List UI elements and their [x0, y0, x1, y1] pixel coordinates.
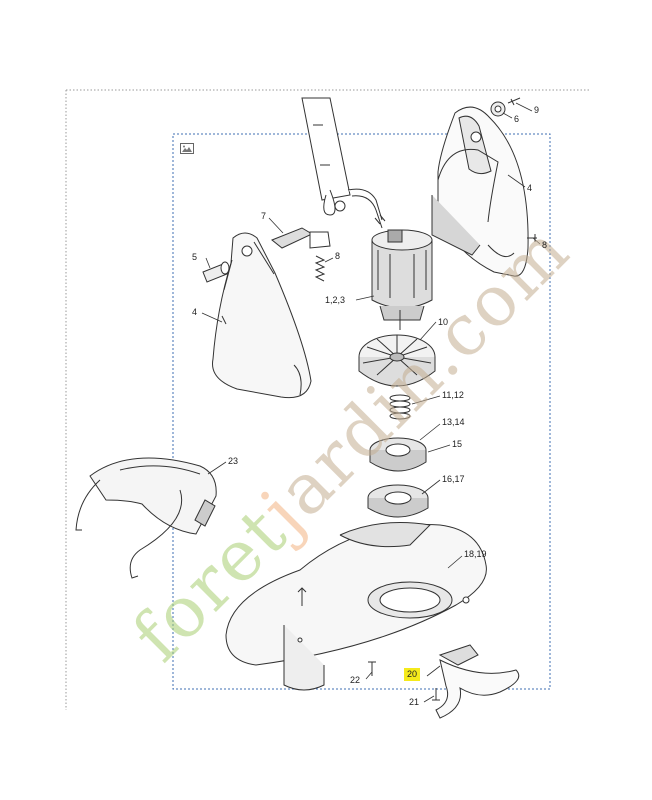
spool — [367, 437, 429, 518]
handle-tube — [301, 97, 386, 229]
callout-4-left: 4 — [192, 307, 198, 317]
callout-10: 10 — [438, 317, 449, 327]
callout-18-19: 18,19 — [464, 549, 487, 559]
callout-13-14: 13,14 — [442, 417, 465, 427]
spool-spring — [389, 394, 411, 420]
callout-22: 22 — [350, 675, 361, 685]
guard — [225, 522, 520, 719]
motor — [371, 229, 433, 330]
callout-7: 7 — [261, 211, 267, 221]
callout-9: 9 — [534, 105, 540, 115]
leader-lines — [201, 102, 541, 703]
callout-4-top: 4 — [527, 183, 533, 193]
callout-5: 5 — [192, 252, 198, 262]
callout-16-17: 16,17 — [442, 474, 465, 484]
callout-6: 6 — [514, 114, 520, 124]
callout-11-12: 11,12 — [442, 390, 464, 400]
callout-20-highlighted: 20 — [404, 668, 421, 681]
housing-half-left — [202, 227, 331, 399]
callout-8-left: 8 — [335, 251, 341, 261]
callout-15: 15 — [452, 439, 463, 449]
callout-23: 23 — [228, 456, 239, 466]
image-icon — [180, 143, 194, 154]
safety-goggles — [75, 457, 217, 579]
callout-8-right: 8 — [542, 240, 548, 250]
callout-1-2-3: 1,2,3 — [325, 295, 346, 305]
housing-half-right — [431, 97, 537, 277]
callout-21: 21 — [409, 697, 420, 707]
inner-dashed-frame — [172, 133, 551, 690]
fan — [358, 334, 436, 387]
